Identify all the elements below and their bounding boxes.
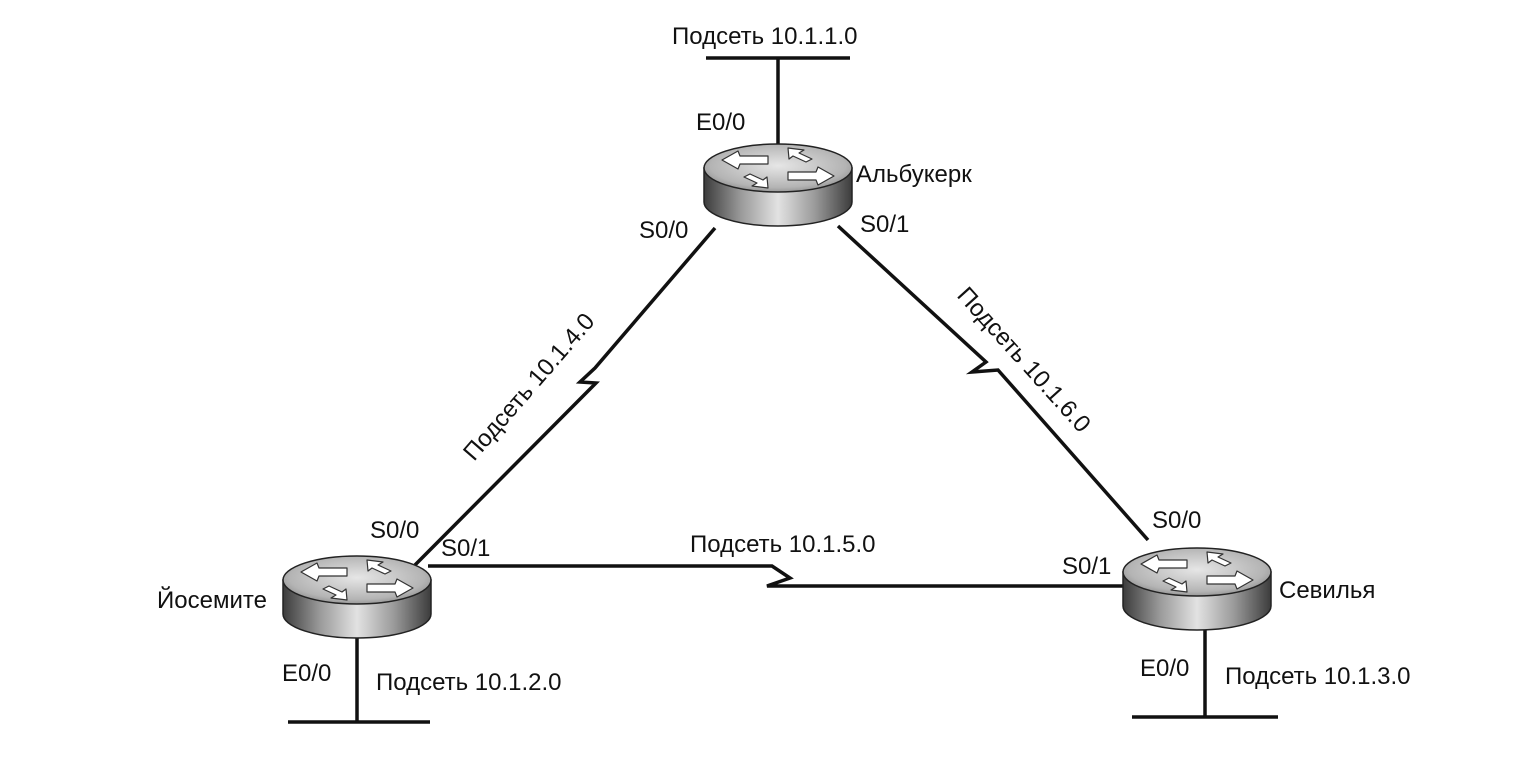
- interface-seville-s0-1: S0/1: [1062, 553, 1111, 580]
- serial-link-albuquerque-yosemite: [413, 226, 717, 567]
- router-name-seville: Севилья: [1279, 577, 1375, 604]
- interface-albuquerque-s0-0: S0/0: [639, 217, 688, 244]
- interface-seville-e0-0: E0/0: [1140, 655, 1189, 682]
- interface-albuquerque-s0-1: S0/1: [860, 211, 909, 238]
- subnet-label-10-1-3-0: Подсеть 10.1.3.0: [1225, 663, 1411, 690]
- interface-yosemite-e0-0: E0/0: [282, 660, 331, 687]
- router-yosemite[interactable]: [282, 555, 432, 639]
- serial-link-albuquerque-seville: [836, 224, 1150, 542]
- interface-albuquerque-e0-0: E0/0: [696, 109, 745, 136]
- router-albuquerque[interactable]: [703, 143, 853, 227]
- subnet-label-10-1-5-0: Подсеть 10.1.5.0: [690, 531, 876, 558]
- interface-yosemite-s0-1: S0/1: [441, 535, 490, 562]
- albuquerque-lan-segment: [706, 56, 850, 148]
- serial-link-yosemite-seville: [428, 564, 1125, 588]
- subnet-label-10-1-2-0: Подсеть 10.1.2.0: [376, 669, 562, 696]
- router-name-yosemite: Йосемите: [157, 586, 267, 614]
- router-seville[interactable]: [1122, 547, 1272, 631]
- interface-seville-s0-0: S0/0: [1152, 507, 1201, 534]
- subnet-label-10-1-1-0: Подсеть 10.1.1.0: [672, 23, 858, 50]
- subnet-label-10-1-6-0: Подсеть 10.1.6.0: [952, 282, 1096, 438]
- interface-yosemite-s0-0: S0/0: [370, 517, 419, 544]
- router-name-albuquerque: Альбукерк: [856, 161, 972, 188]
- subnet-label-10-1-4-0: Подсеть 10.1.4.0: [458, 308, 600, 466]
